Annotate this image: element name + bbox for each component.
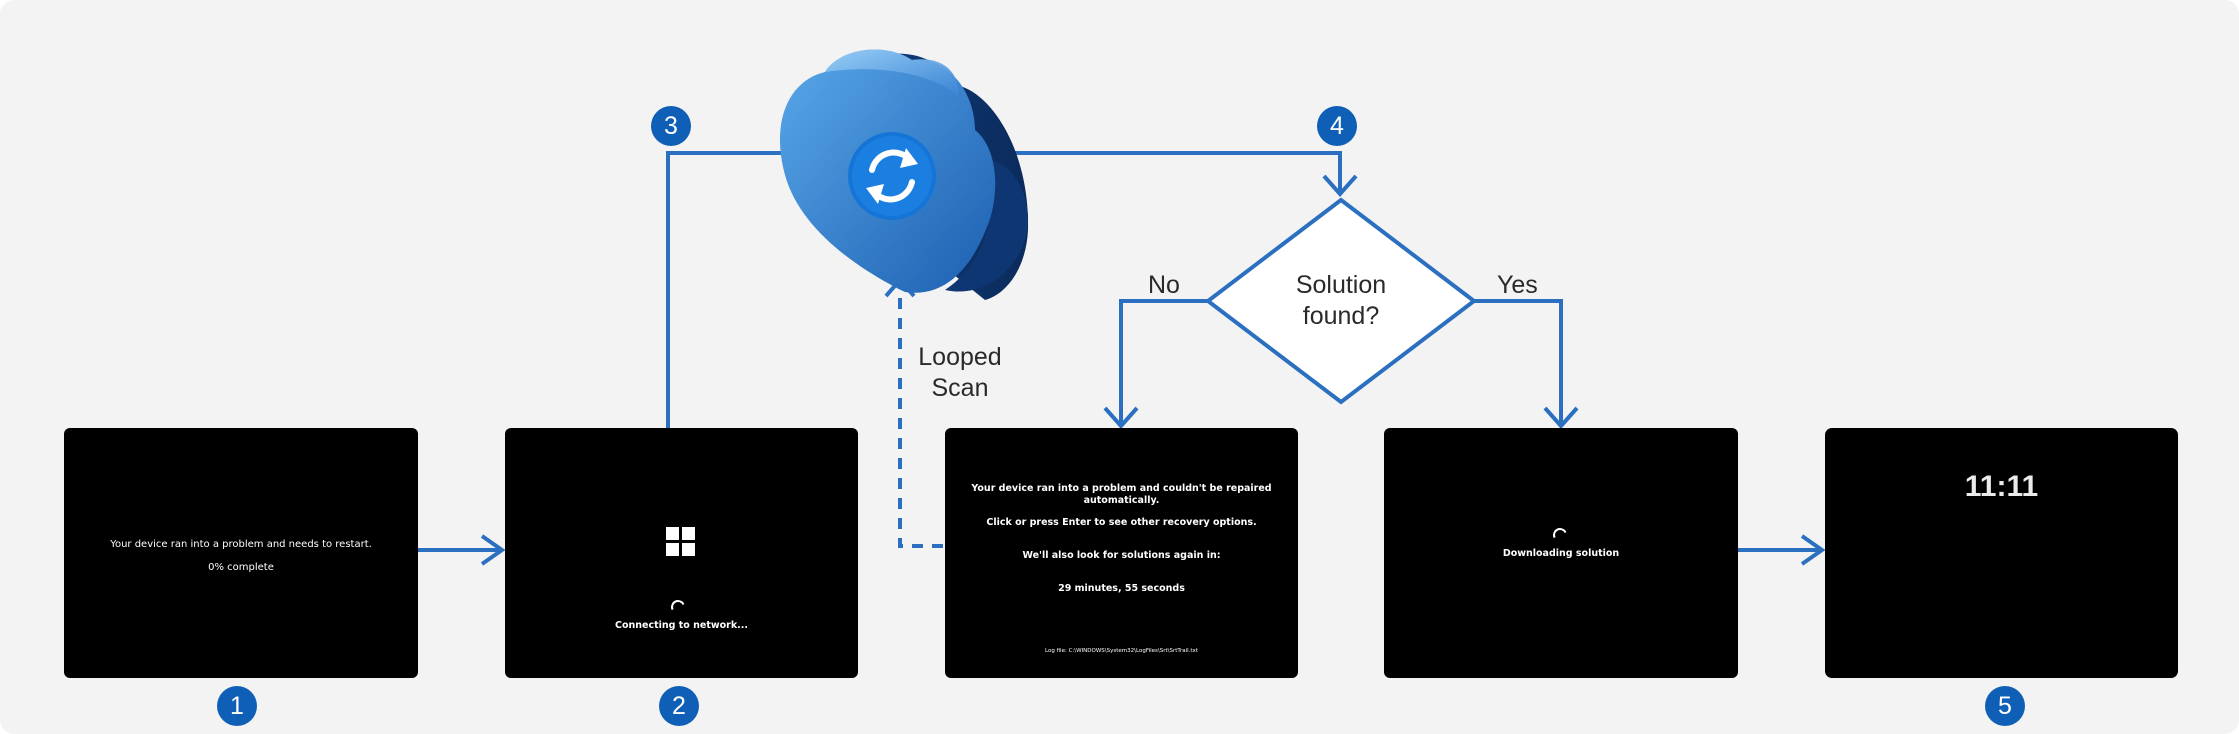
windows-logo-icon: [666, 527, 695, 556]
progress-text: 0% complete: [208, 562, 274, 573]
yes-branch-arrow: [1474, 299, 1579, 430]
restart-message: Your device ran into a problem and needs…: [110, 539, 372, 550]
step-badge-2: 2: [659, 686, 699, 726]
spinner-icon: [669, 598, 687, 616]
yes-label: Yes: [1497, 271, 1538, 299]
log-file-path: Log file: C:\WINDOWS\System32\LogFiles\S…: [1045, 648, 1198, 654]
clock-text: 11:11: [1964, 470, 2039, 503]
decision-label: Solution found?: [1276, 270, 1406, 332]
step-badge-3: 3: [651, 106, 691, 146]
step-badge-1: 1: [217, 686, 257, 726]
restart-screen: Your device ran into a problem and needs…: [64, 428, 418, 678]
recovery-line-2: Click or press Enter to see other recove…: [986, 517, 1257, 528]
line-cloud-to-decision: [975, 151, 1358, 198]
decision-text: Solution found?: [1295, 271, 1387, 330]
line-2-to-cloud: [666, 151, 790, 428]
step-badge-4: 4: [1317, 106, 1357, 146]
step-badge-5: 5: [1985, 686, 2025, 726]
looped-scan-line-2: Scan: [931, 374, 989, 402]
decision-diamond: [1204, 197, 1478, 405]
recovery-line-3: We'll also look for solutions again in:: [1022, 550, 1221, 561]
no-label: No: [1148, 271, 1180, 299]
arrow-1-to-2: [418, 534, 506, 566]
looped-scan-line-1: Looped: [918, 343, 1002, 371]
download-screen: Downloading solution: [1384, 428, 1738, 678]
network-status: Connecting to network...: [614, 620, 749, 631]
network-screen: Connecting to network...: [505, 428, 858, 678]
spinner-icon: [1551, 526, 1569, 544]
arrow-4-to-5: [1738, 534, 1826, 566]
desktop-lock-screen: 11:11: [1825, 428, 2178, 678]
recovery-screen: Your device ran into a problem and could…: [945, 428, 1298, 678]
download-status: Downloading solution: [1502, 548, 1620, 559]
looped-scan-label: Looped Scan: [912, 342, 1008, 404]
recovery-line-1: Your device ran into a problem and could…: [971, 483, 1272, 506]
looped-scan-arrow: [884, 276, 943, 548]
no-branch-arrow: [1103, 299, 1208, 430]
cloud-sync-icon: [779, 49, 1029, 300]
countdown-text: 29 minutes, 55 seconds: [1058, 583, 1185, 594]
